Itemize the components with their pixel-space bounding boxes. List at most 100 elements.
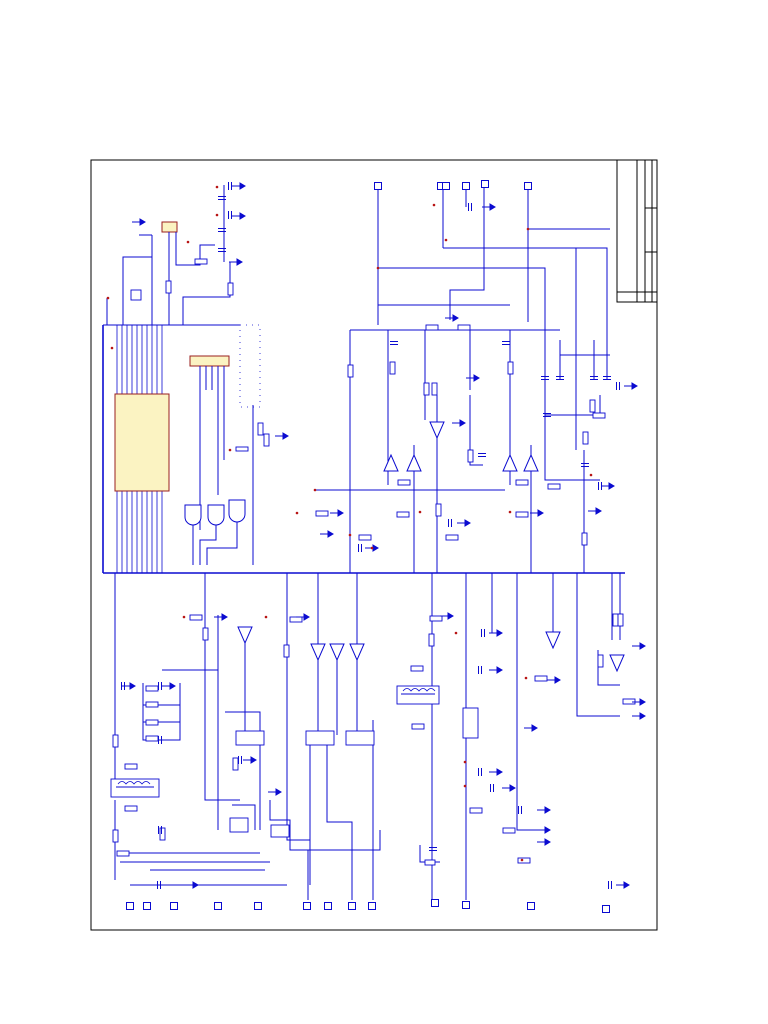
connector-port-icon — [368, 902, 376, 910]
connector-port-icon — [442, 182, 450, 190]
junction-marker — [370, 546, 374, 550]
connector-port-icon — [214, 902, 222, 910]
resistor-icon — [431, 382, 438, 396]
capacitor-set — [121, 182, 620, 889]
and-gate-group — [184, 405, 254, 565]
ground-arrow-icon — [229, 258, 243, 266]
capacitor-icon — [556, 376, 564, 380]
ground-arrow-icon — [466, 374, 480, 382]
ground-arrow-icon — [132, 218, 146, 226]
ground-arrow-icon — [537, 826, 551, 834]
junction-marker — [524, 676, 528, 680]
connector-port-icon — [374, 182, 382, 190]
capacitor-icon — [478, 666, 482, 674]
signal-bundle — [103, 324, 240, 573]
capacitor-icon — [478, 453, 486, 457]
opamp-triangle-icon — [502, 453, 518, 472]
capacitor-icon — [218, 248, 226, 252]
opamp-set — [237, 421, 625, 673]
resistor-icon — [457, 324, 471, 331]
resistor-icon — [227, 282, 234, 296]
connector-port-icon — [524, 182, 532, 190]
capacitor-icon — [608, 881, 612, 889]
ground-arrow-icon — [537, 838, 551, 846]
junction-marker — [520, 858, 524, 862]
connector-port-icon — [462, 182, 470, 190]
ground-arrow-icon — [457, 519, 471, 527]
resistor-icon — [159, 827, 166, 841]
resistor-icon — [257, 422, 264, 436]
connector-header — [189, 355, 230, 530]
opamp-triangle-icon — [329, 643, 345, 662]
capacitor-icon — [543, 413, 551, 417]
ground-arrow-icon — [489, 768, 503, 776]
capacitor-icon — [218, 228, 226, 232]
resistor-icon — [445, 534, 459, 541]
transformer-right — [396, 685, 440, 705]
capacitor-icon — [590, 376, 598, 380]
ground-arrow-icon — [489, 666, 503, 674]
ground-arrow-icon — [632, 642, 646, 650]
resistor-icon — [189, 614, 203, 621]
capacitor-icon — [238, 756, 242, 764]
oscillator-block — [106, 185, 240, 325]
connector-port-icon — [254, 902, 262, 910]
opamp-triangle-icon — [545, 631, 561, 650]
ground-arrow-icon — [232, 212, 246, 220]
resistor-icon — [507, 361, 514, 375]
junction-marker — [589, 473, 593, 477]
resistor-icon — [165, 280, 172, 294]
connector-port-icon — [170, 902, 178, 910]
top-right-network — [315, 188, 610, 573]
ground-arrow-icon — [330, 509, 344, 517]
junction-marker — [106, 296, 110, 300]
connector-port-icon — [126, 902, 134, 910]
junction-marker — [264, 615, 268, 619]
capacitor-icon — [541, 376, 549, 380]
junction-marker — [376, 266, 380, 270]
resistor-icon — [124, 763, 138, 770]
title-block — [616, 159, 658, 303]
capacitor-icon — [603, 376, 611, 380]
resistor-icon — [396, 511, 410, 518]
junction-marker — [432, 203, 436, 207]
junction-marker — [444, 238, 448, 242]
capacitor-icon — [390, 341, 398, 345]
ground-arrow-icon — [632, 712, 646, 720]
junction-marker-set — [106, 185, 593, 862]
junction-marker — [313, 488, 317, 492]
resistor-icon — [145, 719, 159, 726]
junction-marker — [463, 760, 467, 764]
ground-arrow-icon — [530, 509, 544, 517]
junction-marker — [418, 510, 422, 514]
capacitor-icon — [429, 847, 437, 851]
connector-port-icon — [324, 902, 332, 910]
resistor-icon — [592, 412, 606, 419]
resistor-icon — [145, 735, 159, 742]
ground-arrow-icon — [601, 482, 615, 490]
connector-port-icon — [303, 902, 311, 910]
ground-arrow-icon — [537, 806, 551, 814]
capacitor-icon — [581, 463, 589, 467]
ground-arrow-icon — [440, 612, 454, 620]
ground-arrow-icon — [268, 788, 282, 796]
ground-arrow-icon — [489, 629, 503, 637]
resistor-icon — [397, 479, 411, 486]
ground-arrow-icon — [275, 432, 289, 440]
resistor-icon — [517, 857, 531, 864]
opamp-triangle-icon — [523, 453, 539, 472]
resistor-icon — [410, 665, 424, 672]
junction-marker — [463, 784, 467, 788]
junction-marker — [215, 213, 219, 217]
capacitor-icon — [358, 544, 362, 552]
resistor-icon — [358, 534, 372, 541]
resistor-icon — [423, 382, 430, 396]
ground-arrow-icon — [296, 613, 310, 621]
resistor-icon — [515, 479, 529, 486]
ground-arrow-icon — [482, 203, 496, 211]
ground-arrow-icon — [162, 682, 176, 690]
resistor-icon — [612, 613, 619, 627]
resistor-set — [112, 258, 636, 866]
junction-marker — [186, 240, 190, 244]
